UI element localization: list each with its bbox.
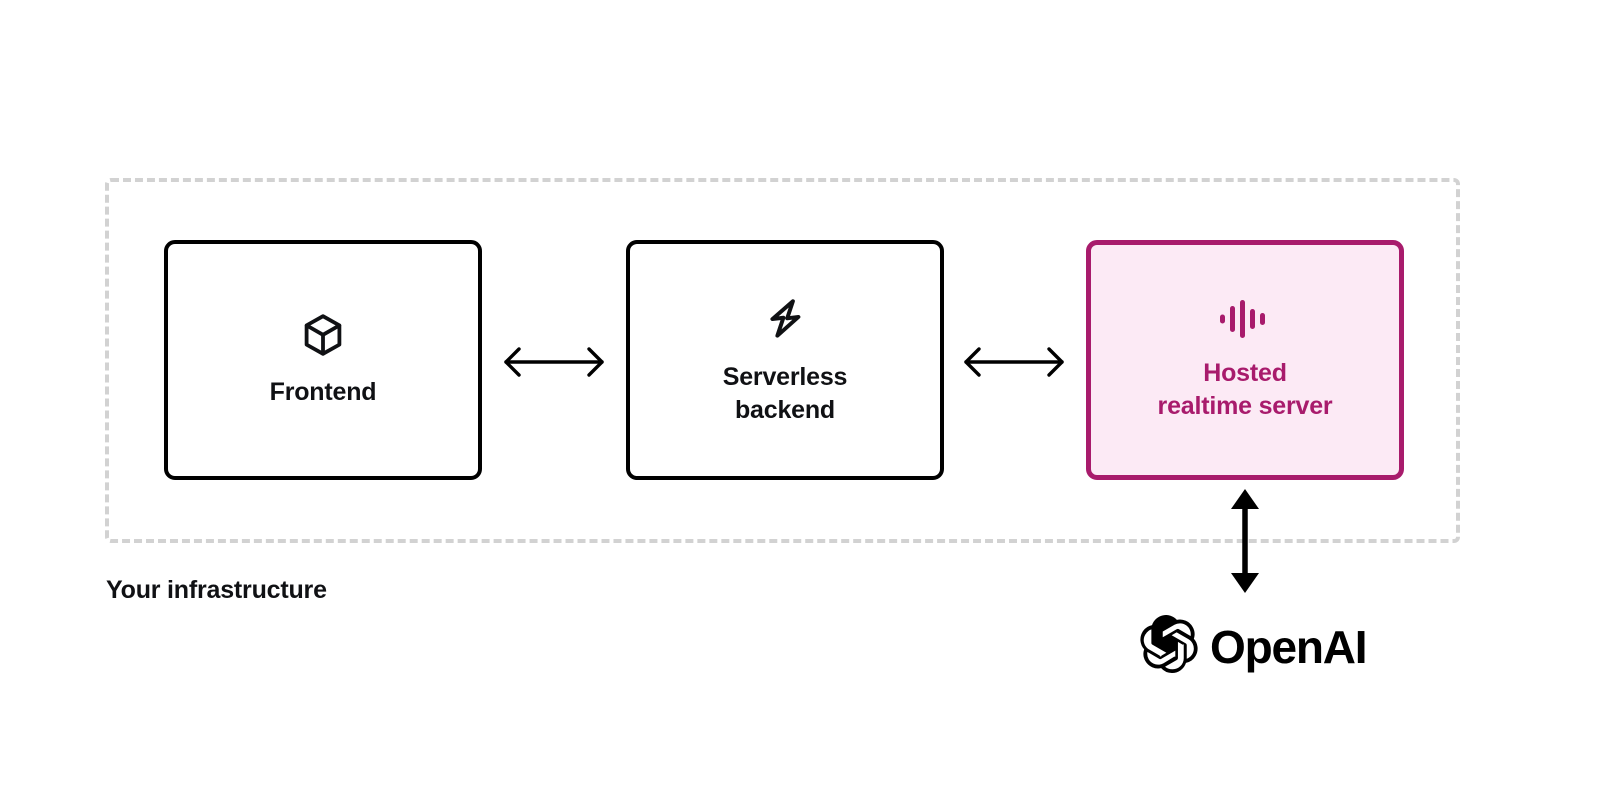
audio-waveform-icon (1218, 298, 1272, 345)
lightning-bolt-icon (760, 294, 810, 349)
node-frontend[interactable]: Frontend (164, 240, 482, 480)
openai-wordmark: OpenAI (1210, 620, 1368, 673)
connector-backend-hosted (959, 334, 1069, 390)
your-infrastructure-boundary (105, 178, 1460, 543)
node-serverless-backend-label: Serverless backend (722, 362, 848, 424)
openai-blossom-icon (1140, 615, 1198, 678)
node-serverless-backend[interactable]: Serverless backend (626, 240, 944, 480)
node-hosted-realtime-server[interactable]: Hosted realtime server (1086, 240, 1404, 480)
connector-hosted-openai (1215, 487, 1275, 595)
node-hosted-realtime-server-label: Hosted realtime server (1157, 358, 1333, 420)
openai-lockup: OpenAI (1140, 615, 1368, 678)
cube-icon (299, 311, 347, 364)
connector-frontend-backend (499, 334, 609, 390)
node-frontend-label: Frontend (269, 378, 377, 406)
your-infrastructure-label: Your infrastructure (106, 576, 327, 604)
